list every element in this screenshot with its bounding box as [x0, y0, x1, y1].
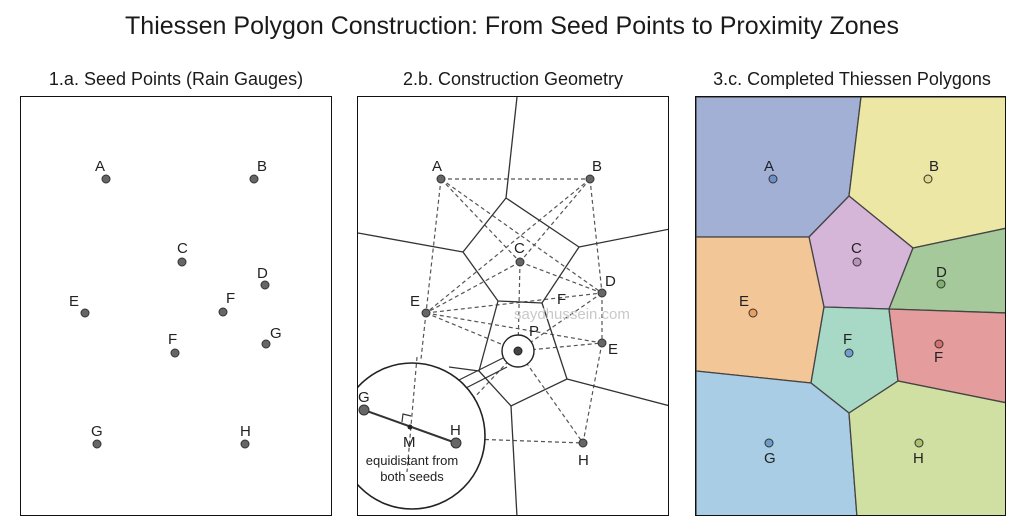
- construction-label-f: F: [557, 291, 566, 308]
- svg-text:H: H: [913, 450, 924, 467]
- svg-text:E: E: [69, 293, 79, 310]
- svg-text:F: F: [557, 291, 566, 308]
- seed-point-e: E: [69, 293, 90, 318]
- construction-seed-a: A: [432, 158, 446, 184]
- seed-point-g-right: G: [261, 325, 282, 349]
- seed-point-d: D: [257, 265, 270, 290]
- point-p: P: [501, 323, 539, 368]
- page-title: Thiessen Polygon Construction: From Seed…: [125, 12, 899, 40]
- thiessen-polygons-map: A B C D E F F G: [696, 97, 1005, 515]
- seed-point-b: B: [249, 158, 267, 184]
- zone-e: [696, 236, 825, 384]
- svg-text:E: E: [739, 293, 749, 310]
- panel3-title: 3.c. Completed Thiessen Polygons: [713, 69, 991, 89]
- svg-text:G: G: [764, 450, 776, 467]
- zone-seed-e: E: [739, 293, 758, 318]
- construction-seed-b: B: [585, 158, 602, 184]
- construction-geometry-panel: P A B C D E F E H: [357, 96, 669, 516]
- construction-seed-e-left: E: [410, 293, 431, 318]
- thiessen-polygons-panel: A B C D E F F G: [695, 96, 1006, 516]
- seed-point-h: H: [240, 423, 251, 449]
- zone-f-right: [888, 308, 1005, 404]
- svg-text:F: F: [843, 331, 852, 348]
- watermark: saydhussein.com: [514, 306, 630, 323]
- svg-text:A: A: [764, 158, 774, 175]
- inset-magnifier: G H M equidistant from both seeds: [358, 356, 486, 510]
- svg-text:A: A: [95, 158, 105, 175]
- svg-text:H: H: [240, 423, 251, 440]
- svg-text:G: G: [270, 325, 282, 342]
- seed-point-f-lower: F: [168, 331, 180, 358]
- inset-connector: [458, 357, 508, 390]
- construction-seed-e-right: E: [597, 338, 618, 358]
- zone-seed-a: A: [764, 158, 778, 184]
- construction-seed-h: H: [578, 438, 589, 469]
- svg-text:E: E: [410, 293, 420, 310]
- svg-text:G: G: [358, 389, 370, 406]
- zone-h: [848, 380, 1005, 515]
- seed-points-plot: A B C D E F F G: [69, 158, 282, 449]
- zone-seed-c: C: [851, 240, 862, 267]
- svg-text:C: C: [514, 240, 525, 257]
- svg-text:C: C: [177, 240, 188, 257]
- svg-text:G: G: [91, 423, 103, 440]
- svg-text:M: M: [403, 434, 416, 451]
- zone-seed-d: D: [936, 264, 947, 289]
- panel2-title: 2.b. Construction Geometry: [402, 69, 624, 89]
- svg-text:H: H: [450, 422, 461, 439]
- svg-text:P: P: [529, 323, 539, 340]
- voronoi-edges: [358, 97, 668, 515]
- seed-point-g-lower: G: [91, 423, 103, 449]
- seed-points-panel: A B C D E F F G: [20, 96, 332, 516]
- panel1-title: 1.a. Seed Points (Rain Gauges): [48, 69, 304, 89]
- svg-text:H: H: [578, 452, 589, 469]
- svg-text:E: E: [608, 341, 618, 358]
- construction-seed-d: D: [597, 273, 616, 298]
- svg-text:D: D: [257, 265, 268, 282]
- construction-geometry-plot: P A B C D E F E H: [358, 97, 668, 515]
- zone-seed-b: B: [923, 158, 939, 184]
- svg-text:D: D: [936, 264, 947, 281]
- zone-d: [888, 227, 1005, 314]
- seed-point-c: C: [177, 240, 188, 267]
- svg-text:D: D: [605, 273, 616, 290]
- seed-point-f-upper: F: [218, 290, 235, 317]
- svg-text:F: F: [168, 331, 177, 348]
- construction-seed-c: C: [514, 240, 525, 267]
- svg-text:equidistant from: equidistant from: [366, 453, 459, 468]
- svg-text:C: C: [851, 240, 862, 257]
- svg-text:F: F: [934, 349, 943, 366]
- svg-text:B: B: [257, 158, 267, 175]
- zone-seed-h: H: [913, 438, 924, 467]
- svg-text:B: B: [929, 158, 939, 175]
- zone-seed-f-center: F: [843, 331, 854, 358]
- zone-seed-f-right: F: [934, 339, 944, 366]
- svg-text:F: F: [226, 290, 235, 307]
- svg-text:both seeds: both seeds: [380, 469, 444, 484]
- zone-seed-g: G: [764, 438, 776, 467]
- seed-point-a: A: [95, 158, 111, 184]
- svg-text:A: A: [432, 158, 442, 175]
- delaunay-dashed-lines: [420, 178, 603, 444]
- svg-text:B: B: [592, 158, 602, 175]
